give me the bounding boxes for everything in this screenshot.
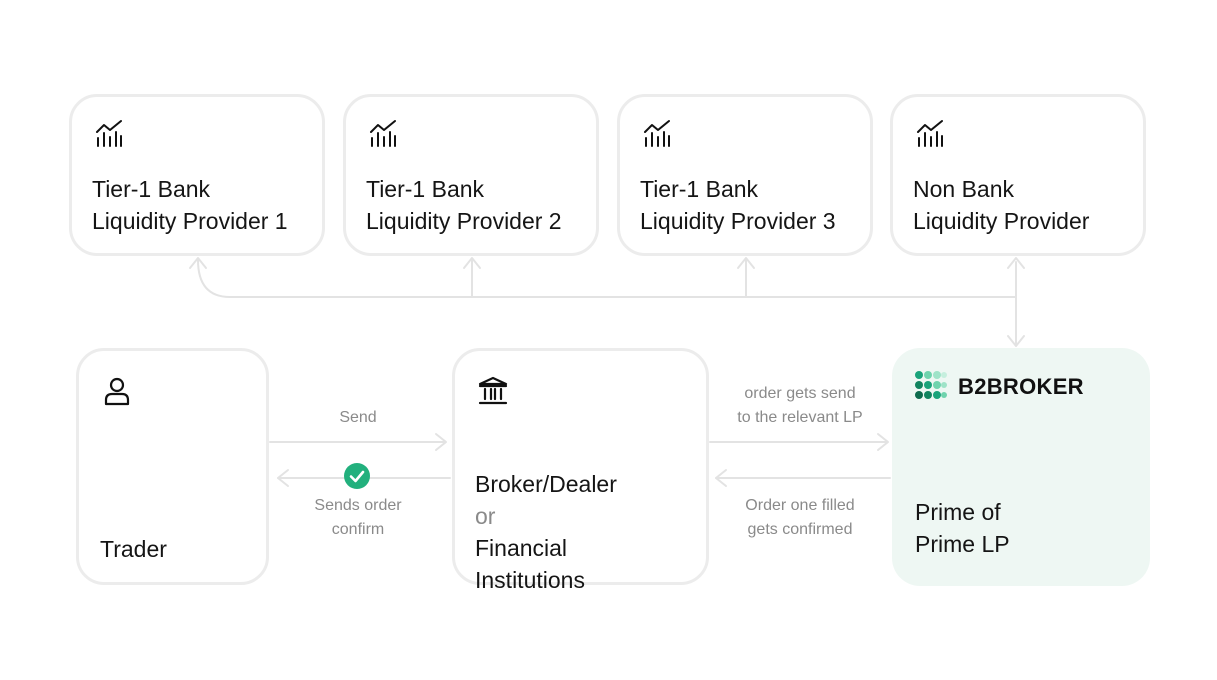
user-icon [104, 377, 130, 406]
chart-bars-icon [370, 120, 396, 147]
trader-card: Trader [76, 348, 269, 585]
chart-bars-icon [644, 120, 670, 147]
broker-or-text: or [475, 503, 496, 529]
arrow-confirm [277, 469, 289, 487]
arrow-up-lp1 [189, 257, 207, 269]
arrow-down-prime [1007, 335, 1025, 347]
chart-bars-icon [917, 120, 943, 147]
arrow-up-lp4 [1007, 257, 1025, 269]
bank-building-icon [478, 376, 508, 405]
arrow-send [435, 433, 447, 451]
brand-name: B2BROKER [958, 374, 1084, 399]
arrow-up-lp3 [737, 257, 755, 269]
dots-logo [915, 371, 947, 399]
broker-card: Broker/Dealer or Financial Institutions [452, 348, 709, 593]
brand-logo: B2BROKER [914, 370, 1084, 404]
chart-bars-icon [96, 120, 122, 147]
arrow-up-lp2 [463, 257, 481, 269]
send-note: Send [339, 409, 377, 426]
trader-label: Trader [100, 536, 167, 562]
arrow-filled [715, 469, 727, 487]
arrow-to-lp [877, 433, 889, 451]
broker-label: Broker/Dealer or Financial Institutions [475, 471, 617, 593]
check-circle-icon [344, 463, 370, 489]
bus-line [197, 259, 1017, 298]
